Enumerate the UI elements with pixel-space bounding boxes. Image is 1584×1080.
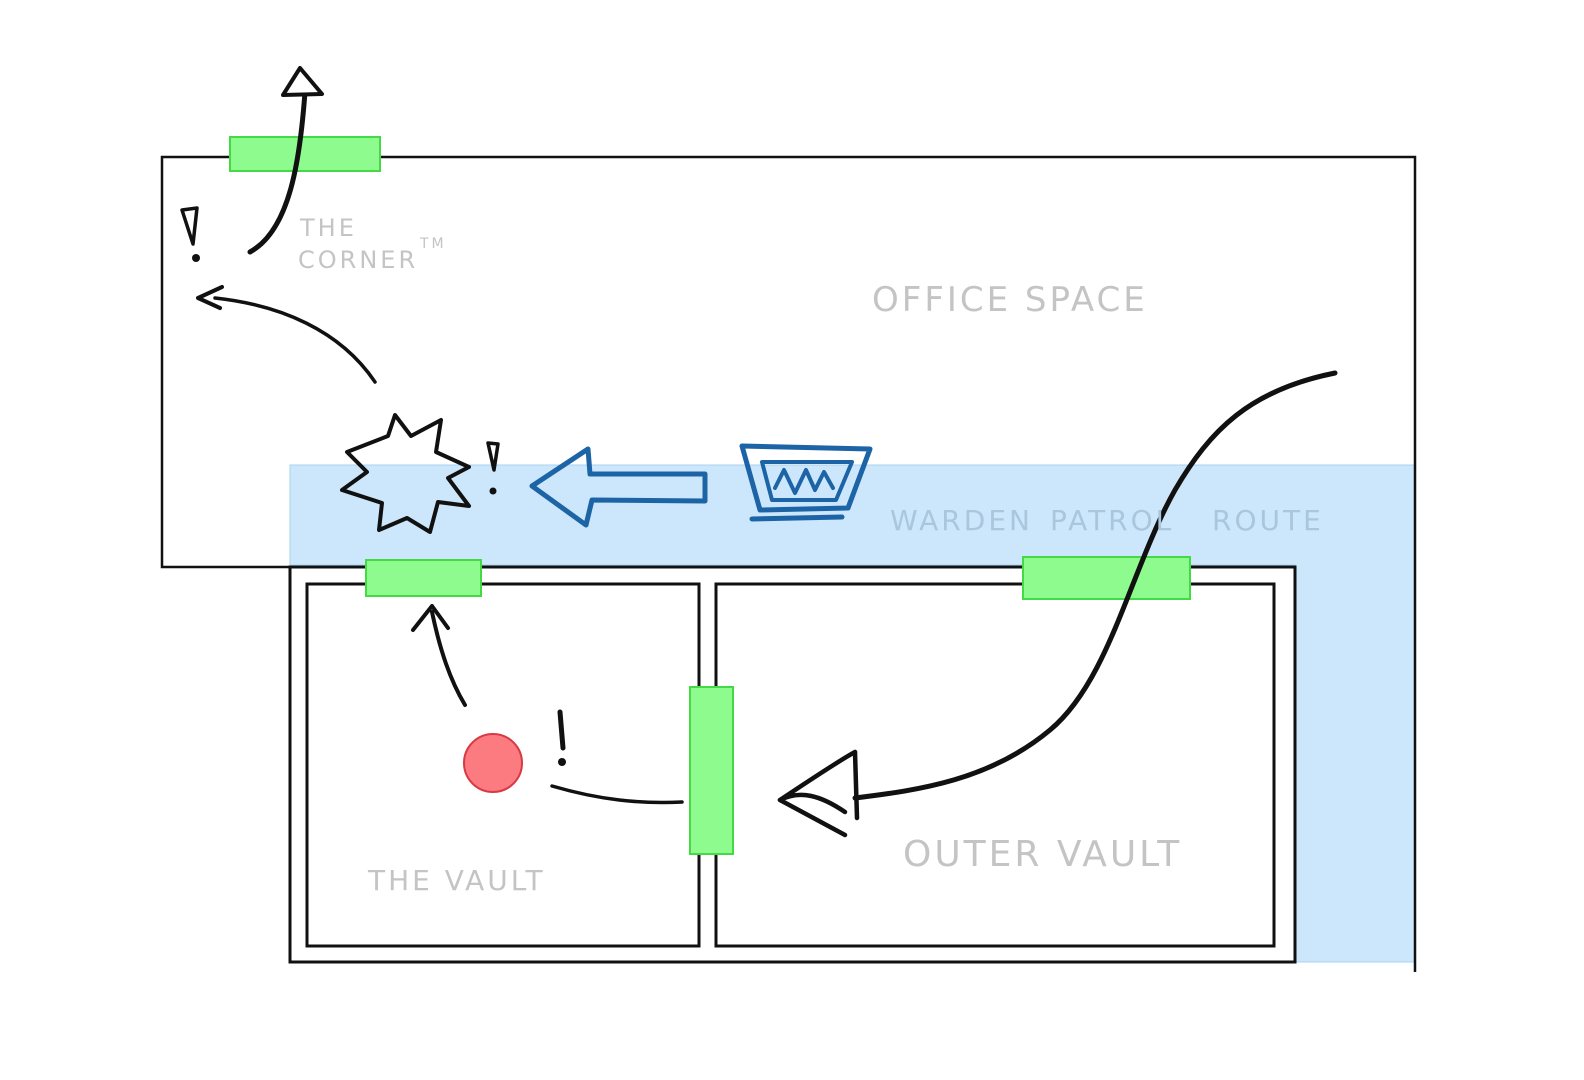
- path-to-vault-door: [430, 610, 467, 707]
- vault-door-top: [365, 559, 482, 597]
- inner-vault-door: [689, 686, 734, 855]
- corner-arrowhead: [196, 285, 224, 310]
- vault-door-arrowhead: [411, 604, 450, 632]
- outer-vault-arrowhead-stem: [777, 749, 860, 838]
- exclamation-icon: [557, 709, 566, 766]
- exclamation-icon: [486, 441, 500, 495]
- office-space-wall: [160, 155, 1417, 972]
- explosion-icon: [340, 413, 471, 534]
- label-the-vault: THE VAULT: [367, 864, 546, 897]
- label-corner-tm: TM: [419, 236, 447, 252]
- outer-vault-door-top: [1022, 556, 1191, 600]
- label-warden-patrol-1: WARDEN: [890, 504, 1033, 537]
- label-corner-line1: THE: [299, 214, 357, 242]
- exclamation-icon: [180, 206, 200, 262]
- label-office-space: OFFICE SPACE: [872, 280, 1148, 320]
- player-marker: [463, 733, 523, 793]
- exit-door-top: [229, 136, 381, 172]
- label-corner-line2: CORNER: [298, 246, 418, 274]
- path-from-outside: [852, 370, 1338, 801]
- warden-icon: [739, 443, 873, 522]
- path-player-to-inner-door: [550, 784, 684, 805]
- label-outer-vault: OUTER VAULT: [903, 834, 1182, 875]
- label-warden-patrol-2: PATROL: [1050, 504, 1174, 537]
- label-warden-patrol-3: ROUTE: [1212, 504, 1324, 537]
- escape-arrowhead: [281, 66, 324, 97]
- escape-path-arrow: [247, 89, 308, 255]
- vault-complex-outer-wall: [288, 565, 1297, 964]
- path-to-corner: [213, 296, 377, 384]
- warden-direction-arrow: [529, 446, 708, 528]
